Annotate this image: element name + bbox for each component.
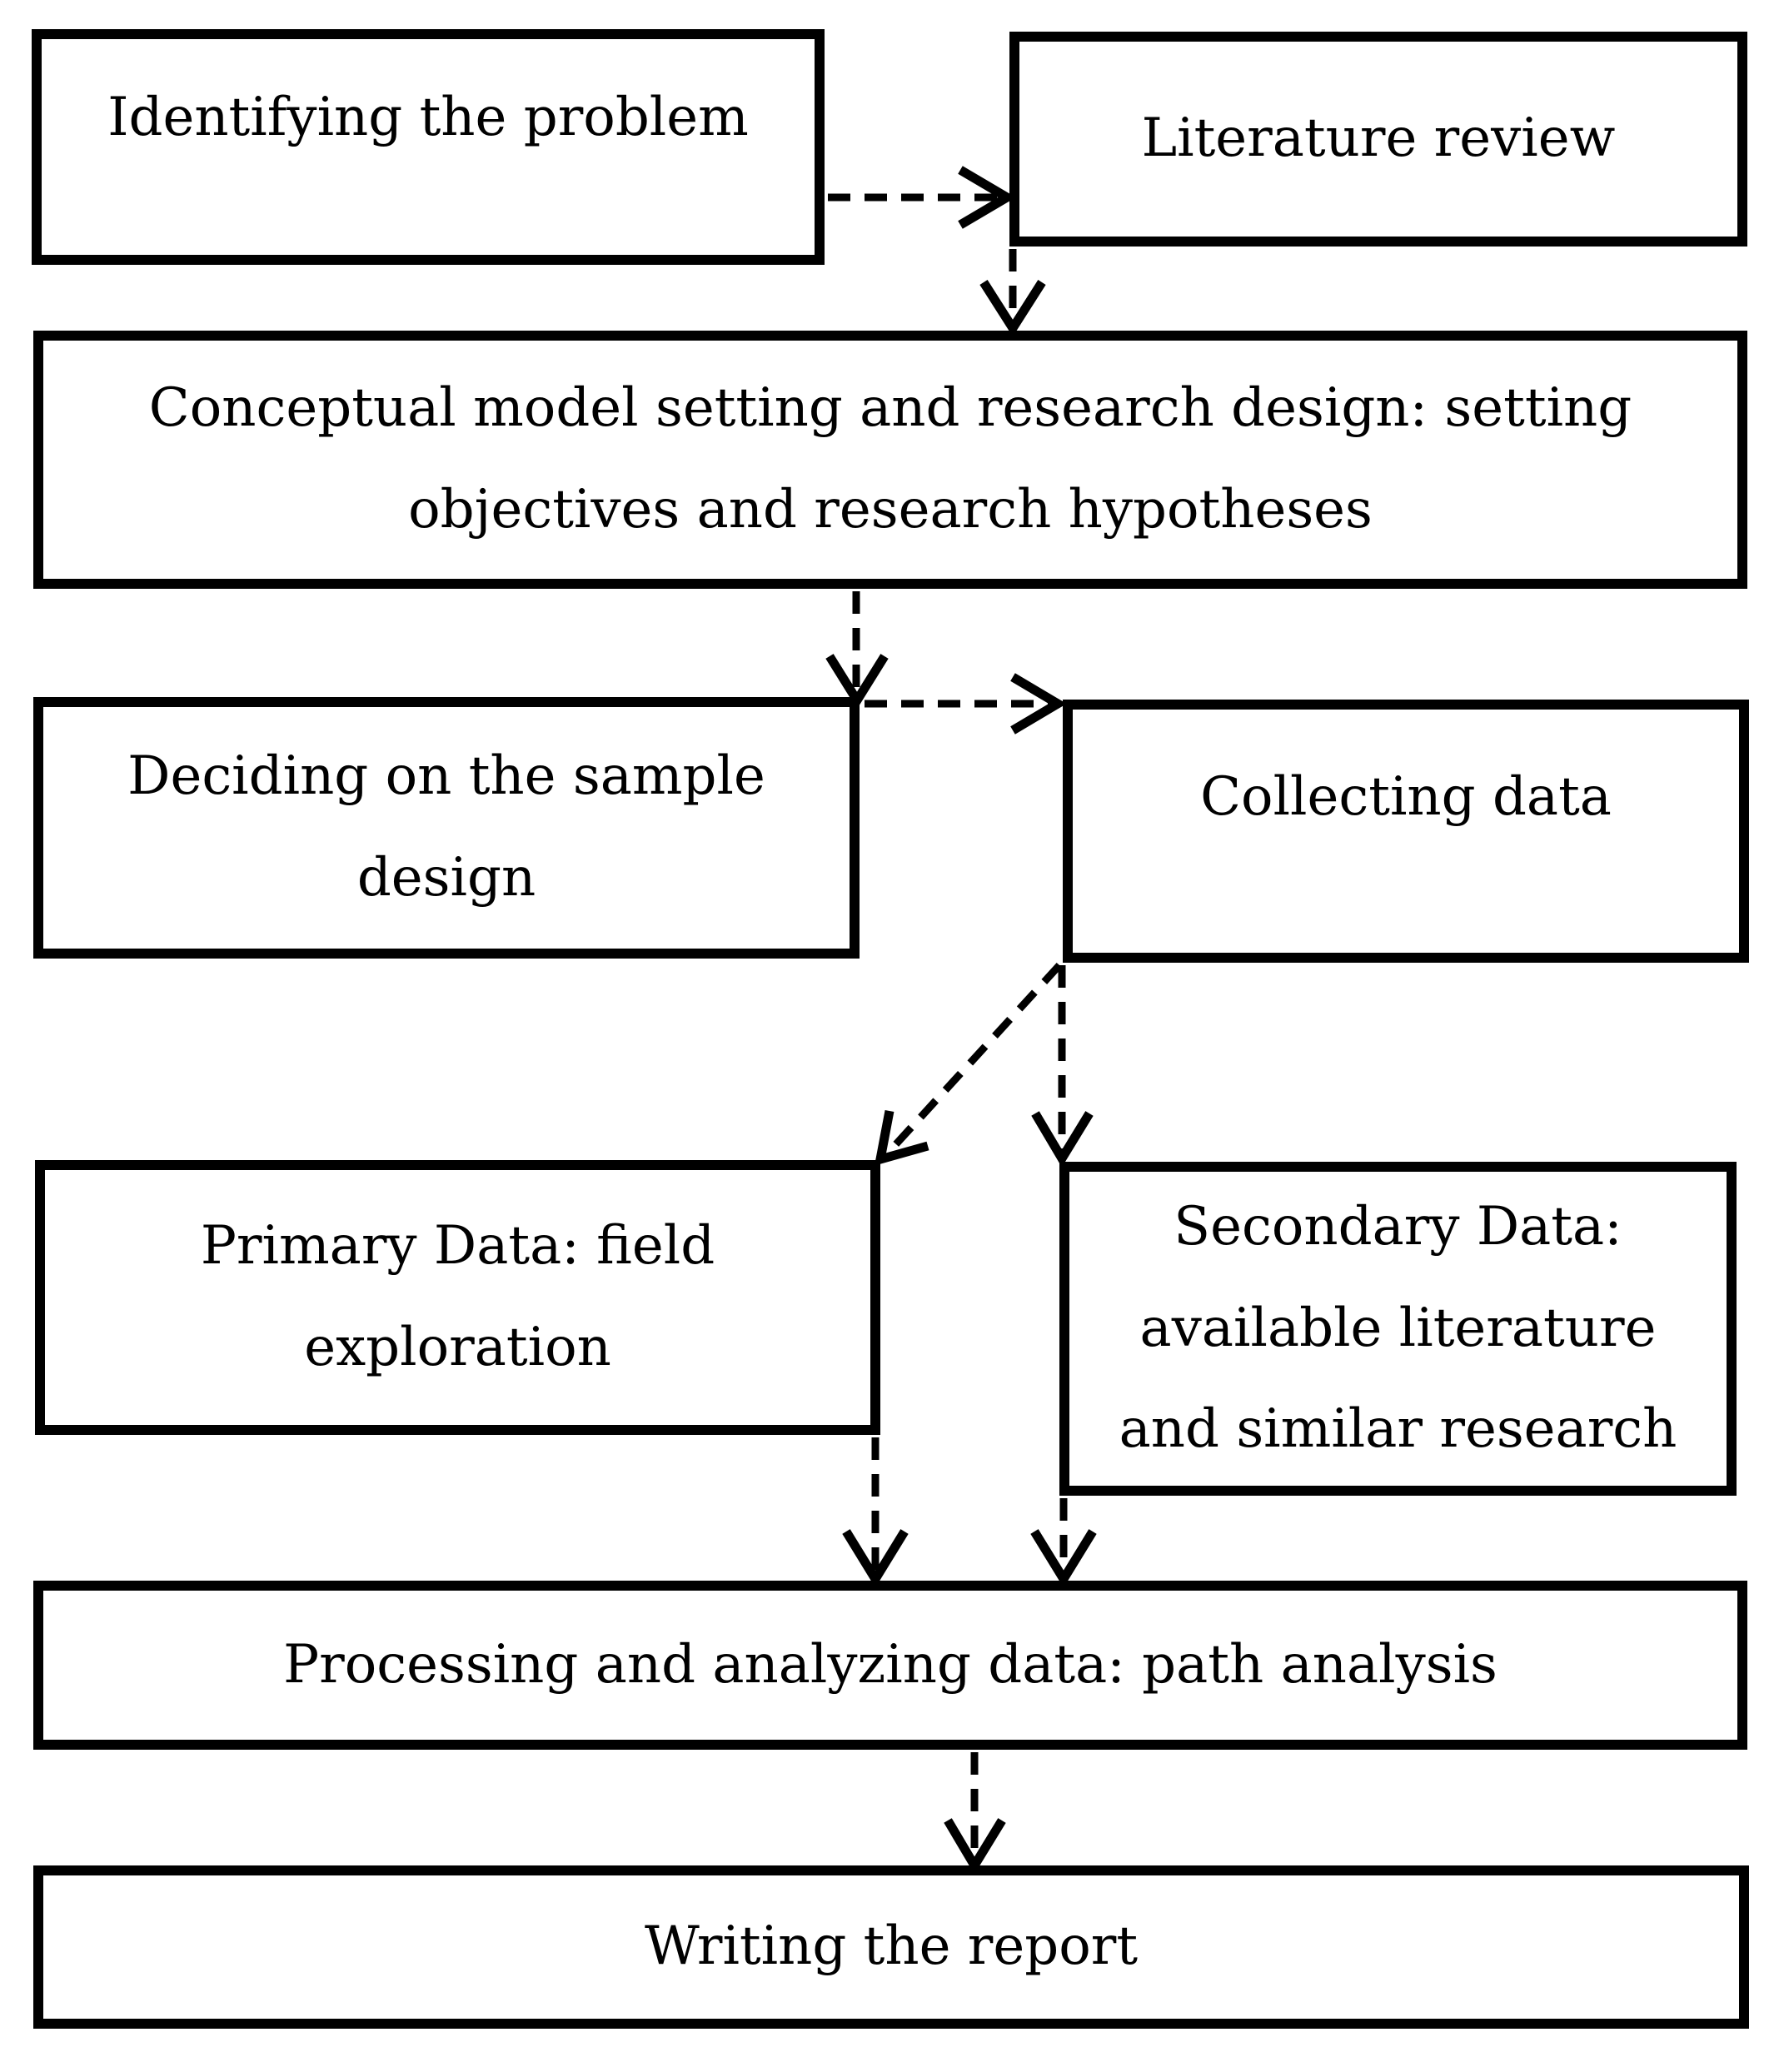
node-secondary-data: Secondary Data: available literature and… [1059, 1162, 1737, 1496]
arrow-collect-to-primary [874, 962, 1063, 1166]
arrow-conceptual-to-collect [865, 673, 1067, 735]
node-conceptual-model: Conceptual model setting and research de… [33, 331, 1747, 589]
arrow-primary-to-processing [842, 1437, 909, 1588]
arrow-conceptual-to-sample [825, 591, 889, 710]
node-primary-data: Primary Data: field exploration [35, 1160, 880, 1435]
node-identifying-problem: Identifying the problem [32, 29, 825, 265]
arrow-litreview-to-conceptual [979, 249, 1046, 337]
arrow-identify-to-litreview [828, 166, 1016, 229]
node-processing-analyzing: Processing and analyzing data: path anal… [33, 1581, 1747, 1750]
node-sample-design: Deciding on the sample design [33, 697, 860, 959]
node-collecting-data: Collecting data [1063, 700, 1749, 963]
arrow-collect-to-secondary [1031, 965, 1094, 1168]
node-literature-review: Literature review [1009, 32, 1747, 247]
arrow-processing-to-writing [944, 1752, 1006, 1875]
arrow-secondary-to-processing [1030, 1498, 1097, 1588]
node-writing-report: Writing the report [33, 1865, 1749, 2029]
